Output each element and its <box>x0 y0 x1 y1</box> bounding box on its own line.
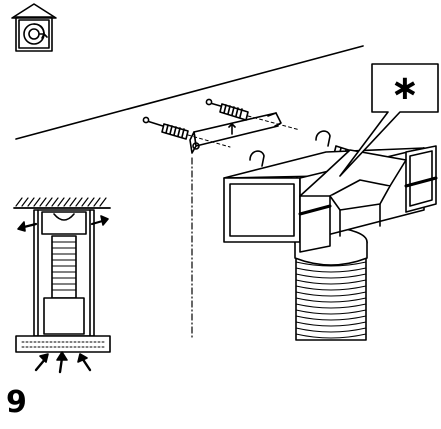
duct-connector <box>223 145 438 253</box>
screw-icon <box>205 98 301 131</box>
ceiling-line <box>15 45 364 140</box>
clip <box>249 150 265 167</box>
clip <box>315 130 331 147</box>
callout-asterisk: ∗ <box>390 68 420 108</box>
screw-icon <box>142 116 231 148</box>
extraction-mode-house-icon <box>11 3 57 52</box>
step-number: 9 <box>6 385 27 420</box>
hood-section-view <box>13 197 111 353</box>
airflow-arrow-icon <box>17 215 109 374</box>
bracket <box>189 112 282 154</box>
callout-box <box>339 63 439 177</box>
